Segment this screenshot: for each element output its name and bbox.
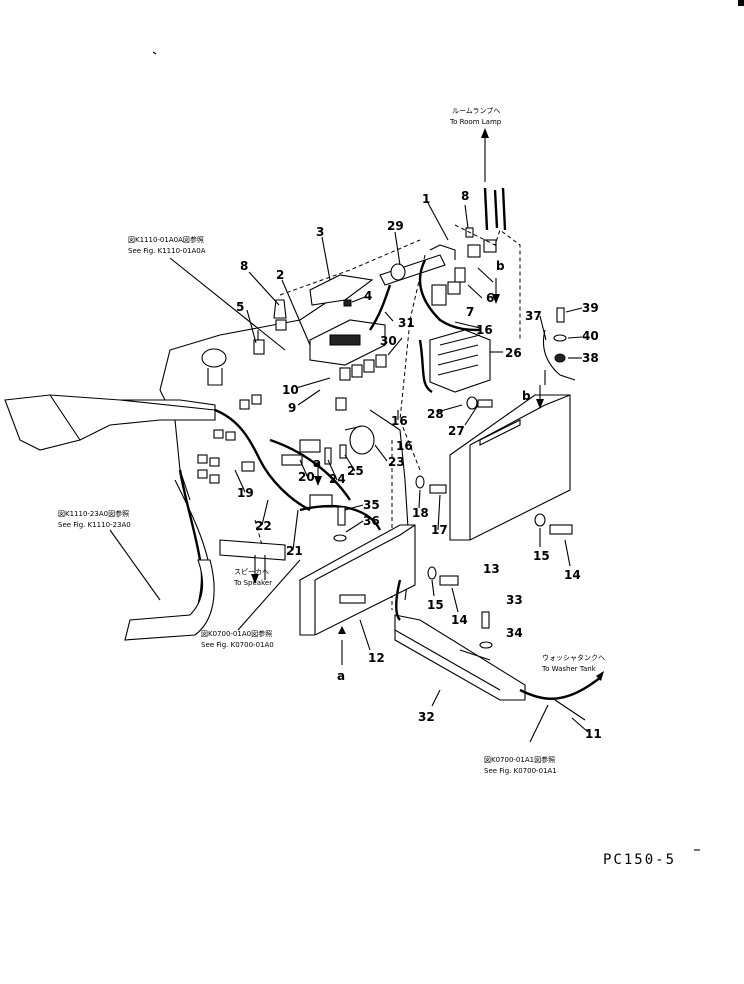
diagram-artwork — [4, 0, 744, 851]
part-number: 33 — [506, 593, 523, 607]
part-number: 5 — [236, 300, 244, 314]
fig-k0700-01a0-en: See Fig. K0700-01A0 — [201, 641, 274, 649]
view-marker: b — [522, 389, 531, 403]
fig-k0700-01a1-jp: 図K0700-01A1図参照 — [484, 755, 555, 764]
part-number: 13 — [483, 562, 500, 576]
fig-k1110-01a0a-jp: 図K1110-01A0A図参照 — [128, 235, 204, 244]
part-number: 12 — [368, 651, 385, 665]
part-number: 26 — [505, 346, 522, 360]
view-marker: a — [313, 456, 321, 470]
part-number-labels: 1 2 3 4 5 6 7 8 8 9 10 11 12 13 14 14 15… — [236, 189, 602, 741]
part-number: 19 — [237, 486, 254, 500]
part-number: 7 — [466, 305, 474, 319]
part-number: 6 — [486, 291, 494, 305]
part-number: 1 — [422, 192, 430, 206]
drawing-code: PC150-5 — [603, 852, 676, 868]
part-number: 10 — [282, 383, 299, 397]
room-lamp-en: To Room Lamp — [449, 118, 502, 126]
speaker-en: To Speaker — [233, 579, 272, 587]
washer-tank-jp: ウォッシャタンクへ — [542, 653, 605, 662]
part-number: 16 — [476, 323, 493, 337]
fig-k1110-23a0-jp: 図K1110-23A0図参照 — [58, 509, 129, 518]
part-number: 17 — [431, 523, 448, 537]
part-number: 29 — [387, 219, 404, 233]
reference-callouts: ルームランプへ To Room Lamp 図K1110-01A0A図参照 See… — [58, 107, 605, 775]
part-number: 8 — [240, 259, 248, 273]
part-number: 14 — [564, 568, 581, 582]
washer-tank-en: To Washer Tank — [541, 665, 597, 673]
part-number: 37 — [525, 309, 542, 323]
part-number: 14 — [451, 613, 468, 627]
part-number: 36 — [363, 514, 380, 528]
part-number: 9 — [288, 401, 296, 415]
part-number: 34 — [506, 626, 523, 640]
view-marker: b — [496, 259, 505, 273]
part-number: 18 — [412, 506, 429, 520]
fig-k1110-23a0-en: See Fig. K1110-23A0 — [58, 521, 131, 529]
part-number: 15 — [533, 549, 550, 563]
part-number: 2 — [276, 268, 284, 282]
part-number: 16 — [396, 439, 413, 453]
part-number: 8 — [461, 189, 469, 203]
part-number: 22 — [255, 519, 272, 533]
fig-k0700-01a0-jp: 図K0700-01A0図参照 — [201, 629, 272, 638]
part-number: 3 — [316, 225, 324, 239]
part-number: 32 — [418, 710, 435, 724]
part-number: 30 — [380, 334, 397, 348]
room-lamp-jp: ルームランプへ — [452, 107, 500, 115]
part-number: 20 — [298, 470, 315, 484]
part-number: 38 — [582, 351, 599, 365]
part-number: 27 — [448, 424, 465, 438]
part-number: 40 — [582, 329, 599, 343]
view-marker: a — [337, 669, 345, 683]
part-number: 16 — [391, 414, 408, 428]
part-number: 11 — [585, 727, 602, 741]
part-number: 15 — [427, 598, 444, 612]
part-number: 4 — [364, 289, 372, 303]
part-number: 25 — [347, 464, 364, 478]
part-number: 28 — [427, 407, 444, 421]
part-number: 23 — [388, 455, 405, 469]
part-number: 24 — [329, 472, 346, 486]
part-number: 21 — [286, 544, 303, 558]
fig-k0700-01a1-en: See Fig. K0700-01A1 — [484, 767, 557, 775]
fig-k1110-01a0a-en: See Fig. K1110-01A0A — [128, 247, 206, 255]
part-number: 35 — [363, 498, 380, 512]
part-number: 31 — [398, 316, 415, 330]
part-number: 39 — [582, 301, 599, 315]
speaker-jp: スピーカへ — [234, 568, 269, 576]
